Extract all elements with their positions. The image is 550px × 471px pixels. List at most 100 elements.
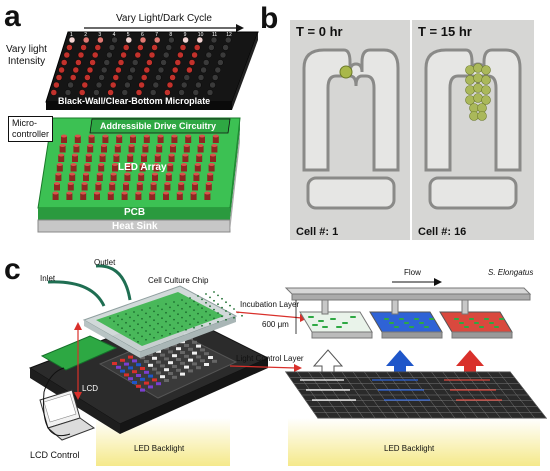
led-backlight-right-label: LED Backlight xyxy=(384,444,435,453)
led xyxy=(98,164,105,172)
cell-culture-chip-label: Cell Culture Chip xyxy=(148,276,209,285)
col-label: 9 xyxy=(184,32,187,38)
led xyxy=(66,193,73,200)
cell xyxy=(465,65,475,75)
well xyxy=(195,81,202,89)
led xyxy=(181,164,187,172)
panel-c-diagram xyxy=(28,264,548,441)
well xyxy=(63,51,71,59)
led xyxy=(114,145,121,153)
light-control-grid xyxy=(285,371,548,419)
led xyxy=(99,155,106,162)
col-label: 5 xyxy=(127,32,130,38)
well xyxy=(81,81,89,89)
well xyxy=(193,44,201,51)
led xyxy=(152,174,158,181)
led xyxy=(149,193,156,200)
led xyxy=(208,164,215,172)
well xyxy=(89,59,96,66)
well xyxy=(100,66,108,74)
well xyxy=(112,74,120,81)
led xyxy=(168,155,175,162)
led xyxy=(124,174,131,181)
cell xyxy=(481,85,491,95)
lcd-board xyxy=(28,311,270,434)
well xyxy=(197,74,205,81)
heat-sink-label: Heat Sink xyxy=(112,221,158,232)
cell xyxy=(469,111,479,121)
light-control-arrow xyxy=(229,365,297,369)
well xyxy=(153,36,161,44)
outlet-label: Outlet xyxy=(94,258,116,267)
col-label: 8 xyxy=(169,32,172,38)
well xyxy=(111,36,118,44)
led xyxy=(205,183,212,191)
well xyxy=(160,59,167,66)
well xyxy=(178,89,185,96)
well xyxy=(125,36,133,44)
led xyxy=(58,155,65,162)
led xyxy=(183,145,190,153)
led xyxy=(128,145,135,153)
lcd-label: LCD xyxy=(82,384,99,393)
well xyxy=(171,66,179,74)
led xyxy=(61,136,67,143)
well xyxy=(138,81,145,89)
led xyxy=(190,193,197,200)
well xyxy=(131,59,139,66)
led xyxy=(156,145,163,153)
incubation-arrow xyxy=(235,311,303,319)
light-control-layer-label: Light Control Layer xyxy=(236,354,304,363)
row-label: H xyxy=(42,91,46,97)
led xyxy=(56,164,63,172)
well xyxy=(166,81,174,89)
led xyxy=(123,183,129,191)
led xyxy=(170,145,176,153)
pcb-label: PCB xyxy=(124,207,146,218)
pcb-board xyxy=(37,117,241,233)
well xyxy=(124,81,131,89)
red-light-arrow xyxy=(456,350,484,392)
led xyxy=(139,164,146,172)
cell xyxy=(481,95,491,105)
well xyxy=(84,74,91,81)
well xyxy=(164,89,171,96)
led xyxy=(74,136,81,143)
led xyxy=(178,183,185,191)
row-label: C xyxy=(55,54,59,60)
col-label: 11 xyxy=(212,32,217,38)
well xyxy=(115,66,122,74)
cell xyxy=(473,83,483,93)
led xyxy=(54,183,60,191)
well xyxy=(169,74,176,81)
led xyxy=(94,193,100,200)
led xyxy=(69,174,76,181)
well xyxy=(69,74,77,81)
well xyxy=(200,66,207,74)
led xyxy=(176,193,183,200)
led xyxy=(135,193,142,200)
well xyxy=(117,59,125,66)
led xyxy=(138,174,145,181)
well xyxy=(80,44,87,51)
well xyxy=(55,74,63,81)
well xyxy=(135,89,143,96)
lcd-control-label: LCD Control xyxy=(30,450,80,460)
cell xyxy=(473,63,483,73)
size-label: 600 μm xyxy=(262,320,289,329)
led xyxy=(70,164,77,172)
well xyxy=(108,44,116,51)
drive-circuitry-label: Addressible Drive Circuitry xyxy=(100,121,217,131)
well xyxy=(107,89,114,96)
well xyxy=(217,59,224,66)
well xyxy=(168,36,175,44)
well xyxy=(219,51,227,59)
well xyxy=(72,66,80,74)
led-backlight-left-label: LED Backlight xyxy=(134,444,185,453)
led xyxy=(210,155,216,162)
well xyxy=(224,36,232,44)
led xyxy=(85,155,92,162)
led xyxy=(72,155,78,162)
